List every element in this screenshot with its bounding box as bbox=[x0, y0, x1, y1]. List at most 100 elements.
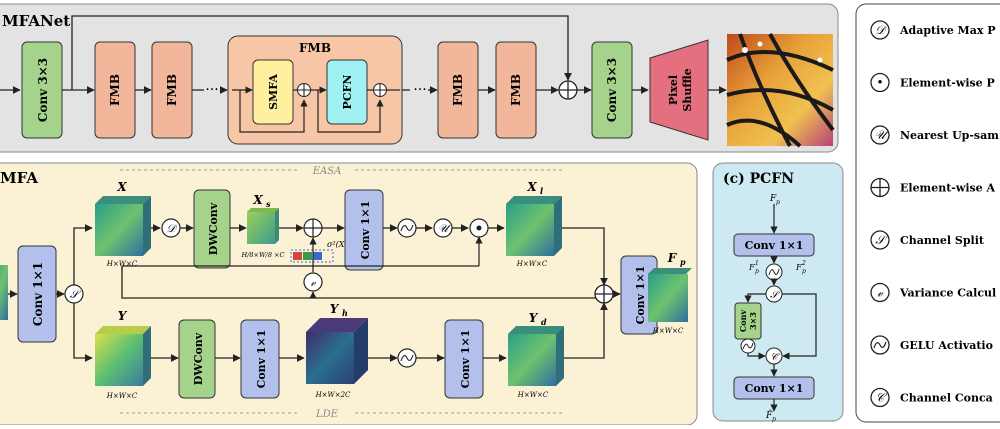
dwconv-top-label: DWConv bbox=[207, 202, 220, 255]
fp-label: F bbox=[667, 251, 678, 265]
yd-dim: H×W×C bbox=[517, 391, 549, 399]
x-dim: H×W×C bbox=[106, 260, 138, 268]
fmb-label-4: FMB bbox=[509, 74, 523, 106]
feature-cube-yd bbox=[508, 326, 564, 386]
smfa-label: SMFA bbox=[267, 74, 280, 110]
pcfn-fp2-sup: 2 bbox=[801, 260, 806, 267]
legend-symbol-circle bbox=[870, 230, 890, 250]
pcfn-in-label: F bbox=[769, 194, 777, 204]
xs-dim: H/8×W/8 ×C bbox=[241, 251, 285, 259]
feature-cube-x bbox=[95, 196, 151, 256]
legend-label: Variance Calcul bbox=[899, 287, 996, 300]
yd-label: Y bbox=[529, 311, 539, 325]
gelu-node-bottom bbox=[397, 348, 417, 368]
pcfn-fp1: F bbox=[748, 263, 755, 272]
pcfn-concat-symbol: 𝒞 bbox=[770, 352, 780, 363]
legend-label: GELU Activatio bbox=[900, 339, 993, 352]
xs-sub: s bbox=[266, 199, 271, 209]
conv-bottom1-block bbox=[240, 319, 280, 399]
conv-top-block bbox=[344, 189, 384, 271]
yh-label: Y bbox=[330, 302, 340, 316]
input-feature bbox=[0, 265, 8, 320]
y-label: Y bbox=[118, 309, 128, 323]
butterfly-output-image bbox=[726, 33, 835, 148]
legend-symbol-circle bbox=[870, 20, 890, 40]
xl-label: X bbox=[526, 180, 537, 194]
legend-item: 𝒰 Nearest Up-sam bbox=[870, 125, 999, 145]
adaptive-pool-symbol: 𝒟 bbox=[167, 222, 178, 235]
xl-sub: l bbox=[540, 186, 543, 196]
fp-dim: H×W×C bbox=[652, 327, 684, 335]
x-label: X bbox=[116, 180, 127, 194]
pcfn-fp2-sub: p bbox=[802, 268, 806, 275]
legend-symbol: 𝓋 bbox=[877, 286, 884, 300]
pcfn-split-symbol: 𝒮 bbox=[770, 290, 781, 301]
pcfn-label: PCFN bbox=[341, 75, 354, 110]
conv-bottom2-label: Conv 1×1 bbox=[459, 330, 472, 389]
dots-2: ··· bbox=[413, 82, 426, 98]
mfanet-title: MFANet bbox=[2, 12, 70, 30]
pcfn-conv-bottom-label: Conv 1×1 bbox=[745, 382, 804, 395]
gelu-node-top bbox=[397, 218, 417, 238]
pcfn-conv-top-label: Conv 1×1 bbox=[745, 239, 804, 252]
fmb-label-2: FMB bbox=[165, 74, 179, 106]
pcfn-title: (c) PCFN bbox=[723, 171, 794, 187]
gelu-icon bbox=[873, 341, 887, 349]
feature-cube-yh bbox=[306, 318, 368, 384]
dwconv-top-block bbox=[193, 189, 231, 269]
smfa-block bbox=[252, 59, 294, 125]
legend-label: Channel Conca bbox=[900, 392, 993, 405]
feature-cube-xl bbox=[506, 196, 562, 256]
fp-sub: p bbox=[680, 257, 686, 267]
legend-item: • Element-wise P bbox=[870, 72, 995, 93]
legend-symbol-circle bbox=[870, 125, 890, 145]
legend-label: Nearest Up-sam bbox=[900, 129, 999, 142]
pixel-shuffle-label-2: Shuffle bbox=[681, 68, 694, 111]
legend-symbol-circle bbox=[870, 282, 890, 303]
smfa-title: MFA bbox=[0, 169, 38, 187]
legend-item: Element-wise A bbox=[870, 177, 996, 198]
yh-sub: h bbox=[342, 308, 348, 318]
conv-in-label: Conv 3×3 bbox=[36, 58, 50, 122]
variance-symbol: 𝓋 bbox=[310, 276, 316, 289]
pcfn-fp1-sup: 1 bbox=[755, 260, 759, 267]
pixel-shuffle-block bbox=[649, 39, 709, 141]
legend-item: GELU Activatio bbox=[870, 335, 993, 355]
xl-dim: H×W×C bbox=[516, 260, 548, 268]
variance-node bbox=[303, 272, 323, 292]
pcfn-conv3-label-b: 3×3 bbox=[748, 312, 758, 330]
pcfn-gelu-top bbox=[765, 263, 783, 281]
fmb-label-3: FMB bbox=[451, 74, 465, 106]
pixel-shuffle-label-1: Pixel bbox=[667, 75, 680, 105]
easa-label: EASA bbox=[312, 166, 342, 177]
yh-dim: H×W×2C bbox=[315, 391, 351, 399]
dots-1: ··· bbox=[205, 82, 218, 98]
feature-xs bbox=[247, 208, 279, 244]
legend-symbol: 𝒟 bbox=[875, 23, 887, 37]
pcfn-gelu-bottom bbox=[740, 338, 756, 354]
fmb-label-1: FMB bbox=[108, 74, 122, 106]
pcfn-fp2: F bbox=[795, 263, 802, 272]
conv-fuse-label: Conv 1×1 bbox=[634, 266, 647, 325]
pcfn-out-label: F̂ bbox=[765, 409, 773, 421]
legend-panel bbox=[855, 3, 1000, 423]
dwconv-bottom-block bbox=[178, 319, 216, 399]
legend-item: 𝓋 Variance Calcul bbox=[870, 282, 996, 303]
legend-symbol: 𝒰 bbox=[875, 128, 889, 142]
xs-label: X bbox=[252, 193, 263, 207]
pcfn-out-sub: p bbox=[772, 416, 776, 423]
legend-label: Element-wise P bbox=[900, 77, 995, 90]
legend-label: Element-wise A bbox=[900, 182, 996, 195]
feature-cube-fp bbox=[648, 268, 692, 322]
conv-split-label: Conv 1×1 bbox=[31, 262, 45, 326]
plus-icon bbox=[871, 178, 889, 197]
fmb-expanded-title: FMB bbox=[299, 41, 331, 55]
yd-sub: d bbox=[541, 317, 547, 327]
legend-symbol: • bbox=[876, 76, 883, 90]
pcfn-block bbox=[326, 59, 368, 125]
